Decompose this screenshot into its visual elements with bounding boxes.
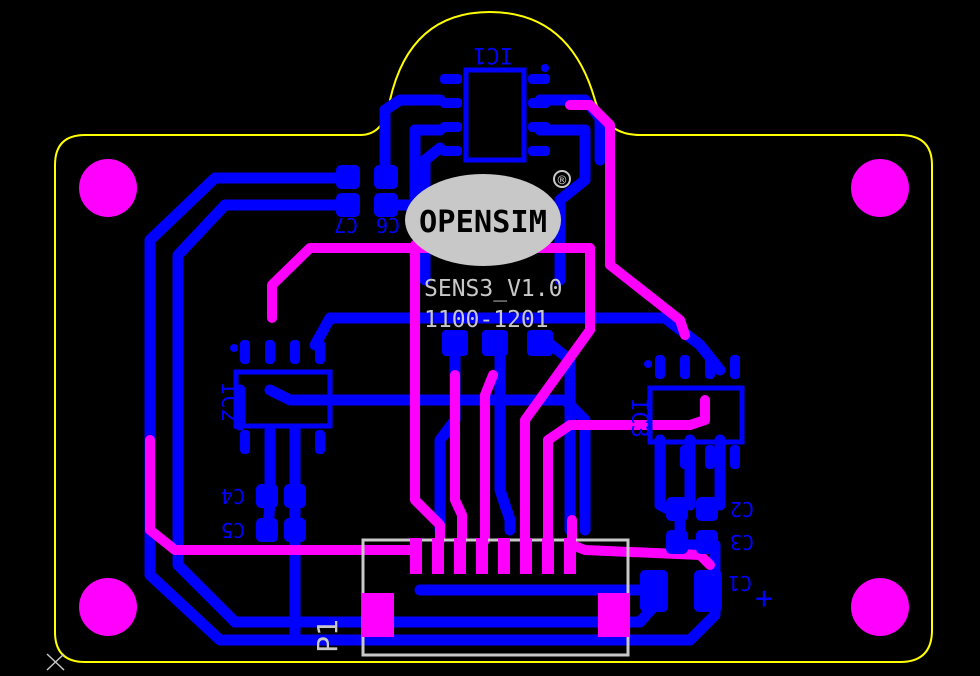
board-part-number-text: 1100-1201	[424, 307, 549, 333]
c5-pad	[256, 518, 278, 542]
logo: OPENSIM ®	[405, 170, 571, 266]
c1-polarity-mark: +	[755, 581, 773, 616]
c7-refdes: C7	[334, 213, 358, 237]
cap-labels: C6 C7 C4 C5 C2 C3 C1 +	[221, 213, 773, 616]
logo-text: OPENSIM	[419, 205, 547, 240]
c4-pad	[256, 484, 278, 508]
ic3-refdes: IC3	[626, 398, 651, 438]
mounting-hole-tl	[79, 159, 137, 217]
ic3-footprint: IC3	[626, 355, 745, 469]
mounting-hole-bl	[79, 578, 137, 636]
ic2-refdes: IC2	[216, 382, 241, 422]
c7-pad	[374, 193, 398, 217]
c5-refdes: C5	[221, 518, 245, 542]
c2-pad	[666, 497, 688, 521]
sensor-pad	[442, 330, 468, 356]
sensor-pad	[482, 330, 508, 356]
capacitor-pads	[256, 165, 722, 612]
c1-refdes: C1	[728, 571, 752, 595]
c6-refdes: C6	[376, 213, 400, 237]
mounting-holes	[79, 159, 909, 636]
ic2-footprint: IC2	[216, 340, 333, 454]
c3-refdes: C3	[730, 530, 754, 554]
c6-pad	[374, 165, 398, 189]
c3-pad	[666, 530, 688, 554]
c2-pad	[696, 497, 718, 521]
p1-refdes: P1	[311, 619, 344, 653]
c3-pad	[696, 530, 718, 554]
c1-pad	[694, 570, 722, 612]
c1-pad	[640, 570, 668, 612]
sensor-pad	[527, 330, 553, 356]
ic1-refdes: IC1	[473, 42, 513, 67]
c6-pad	[336, 165, 360, 189]
origin-marker	[46, 653, 65, 671]
c4-pad	[284, 484, 306, 508]
board-version-text: SENS3_V1.0	[424, 276, 562, 302]
c4-refdes: C4	[221, 484, 245, 508]
c5-pad	[284, 518, 306, 542]
c2-refdes: C2	[730, 497, 754, 521]
mounting-hole-tr	[851, 159, 909, 217]
mounting-hole-br	[851, 578, 909, 636]
ic1-footprint: IC1	[440, 42, 550, 163]
c7-pad	[336, 193, 360, 217]
registered-mark: ®	[558, 173, 567, 189]
connector-p1: P1	[311, 538, 630, 657]
